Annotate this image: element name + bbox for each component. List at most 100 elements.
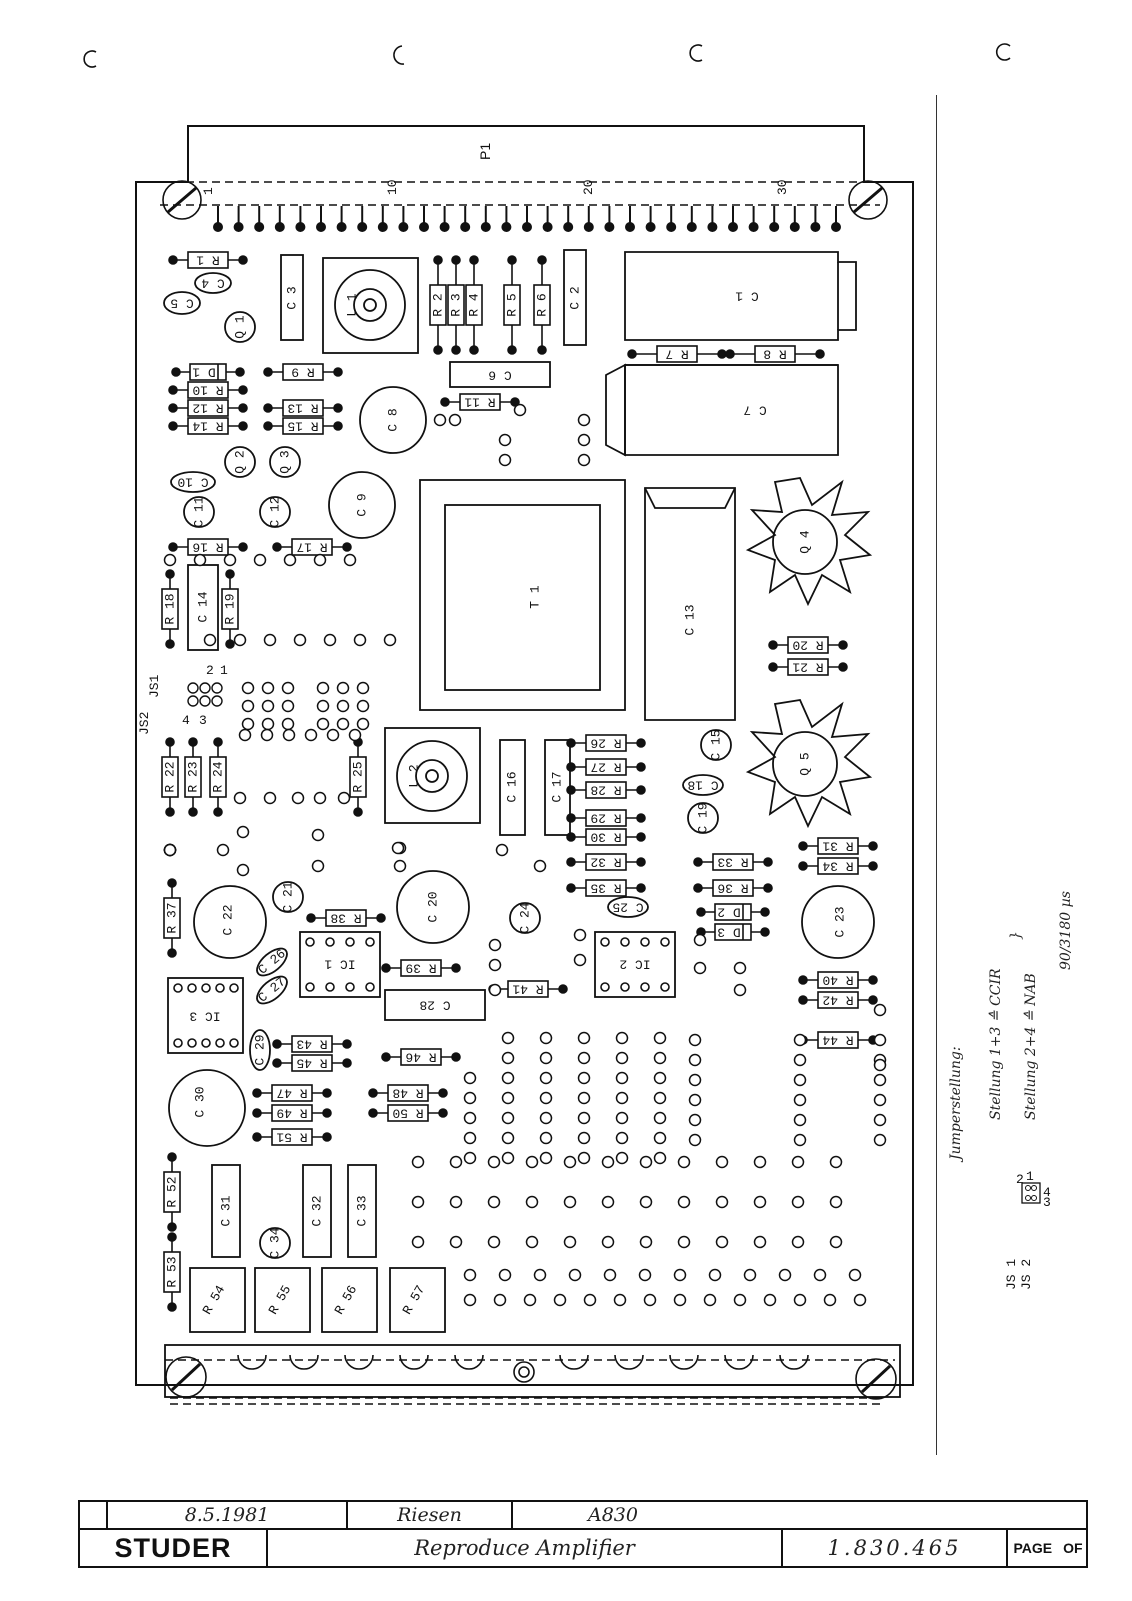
capacitor-c9 bbox=[328, 471, 396, 539]
label-c4: C 4 bbox=[201, 276, 225, 291]
mounting-screw bbox=[848, 180, 888, 220]
label-c25: C 25 bbox=[612, 900, 643, 915]
jumper-pin-number: 2 bbox=[206, 663, 214, 678]
label-d2: D 2 bbox=[717, 905, 740, 920]
model-number: A830 bbox=[588, 1504, 638, 1526]
label-c11: C 11 bbox=[191, 496, 206, 527]
label-q2: Q 2 bbox=[232, 450, 247, 473]
capacitor-c28 bbox=[384, 989, 486, 1021]
label-c3: C 3 bbox=[284, 286, 299, 309]
capacitor-c27 bbox=[256, 975, 288, 1005]
label-r46: R 46 bbox=[405, 1050, 436, 1065]
label-r2: R 2 bbox=[430, 293, 445, 316]
label-c19: C 19 bbox=[695, 802, 710, 833]
legend-pin: 3 bbox=[1043, 1195, 1051, 1210]
label-r3: R 3 bbox=[448, 293, 463, 316]
label-r50: R 50 bbox=[392, 1106, 423, 1121]
jumper-pin-number: 1 bbox=[220, 663, 228, 678]
label-r42: R 42 bbox=[822, 993, 853, 1008]
label-l1: L 1 bbox=[344, 293, 359, 317]
capacitor-c12 bbox=[259, 496, 291, 528]
label-r8: R 8 bbox=[763, 347, 786, 362]
capacitor-c26 bbox=[256, 947, 288, 977]
label-r10: R 10 bbox=[192, 383, 223, 398]
rail-tabs bbox=[237, 1354, 809, 1370]
jumper-label-js1: JS1 bbox=[147, 674, 162, 698]
label-r53: R 53 bbox=[164, 1256, 179, 1287]
ic-1 bbox=[299, 931, 381, 998]
label-c20: C 20 bbox=[425, 891, 440, 922]
notes-line2: Stellung 2+4 ≙ NAB bbox=[1023, 973, 1039, 1120]
label-c15: C 15 bbox=[708, 729, 723, 760]
brace: } bbox=[1008, 931, 1024, 940]
punch-mark bbox=[393, 45, 405, 65]
label-r49: R 49 bbox=[276, 1106, 307, 1121]
label-r11: R 11 bbox=[464, 395, 495, 410]
punch-mark bbox=[83, 50, 97, 68]
rail-center-hole bbox=[513, 1361, 535, 1383]
component-bodies bbox=[161, 251, 878, 1312]
label-c10: C 10 bbox=[177, 475, 208, 490]
label-c9: C 9 bbox=[354, 493, 369, 516]
capacitor-c5 bbox=[163, 291, 201, 315]
notes-title: Jumperstellung: bbox=[948, 1046, 964, 1163]
pin-number: 20 bbox=[581, 179, 596, 195]
capacitor-c4 bbox=[194, 272, 232, 294]
label-r56: R 56 bbox=[332, 1283, 361, 1318]
trimmer-r56 bbox=[321, 1267, 378, 1333]
label-ic3: IC 3 bbox=[189, 1009, 220, 1024]
capacitor-c3 bbox=[280, 254, 304, 341]
label-r34: R 34 bbox=[822, 859, 853, 874]
label-r54: R 54 bbox=[200, 1283, 229, 1318]
label-r5: R 5 bbox=[504, 293, 519, 316]
jumper-legend: 2 1 4 3 JS 1 JS 2 bbox=[1004, 1169, 1051, 1290]
ic-3 bbox=[167, 977, 244, 1054]
brand-logo: STUDER bbox=[80, 1528, 268, 1568]
label-r23: R 23 bbox=[185, 761, 200, 792]
pin-number: 10 bbox=[385, 179, 400, 195]
label-r21: R 21 bbox=[792, 660, 823, 675]
label-c2: C 2 bbox=[567, 286, 582, 309]
transformer-t1 bbox=[419, 479, 626, 711]
label-r55: R 55 bbox=[266, 1283, 295, 1318]
capacitor-c8 bbox=[359, 386, 427, 454]
label-d3: D 3 bbox=[717, 925, 740, 940]
jumper-notes: Jumperstellung: Stellung 1+3 ≙ CCIR Stel… bbox=[948, 891, 1074, 1163]
trimmer-r54 bbox=[189, 1267, 246, 1333]
label-ic1: IC 1 bbox=[324, 957, 355, 972]
label-r38: R 38 bbox=[330, 911, 361, 926]
label-c5: C 5 bbox=[170, 296, 193, 311]
capacitor-c34 bbox=[259, 1227, 291, 1259]
mounting-screw bbox=[855, 1358, 897, 1400]
legend-pin: 4 bbox=[1043, 1185, 1051, 1200]
label-c14: C 14 bbox=[195, 591, 210, 622]
part-number: 1.830.465 bbox=[783, 1528, 1008, 1568]
pin-number: 1 bbox=[201, 187, 216, 195]
label-r39: R 39 bbox=[405, 961, 436, 976]
inductor-l1 bbox=[322, 257, 419, 354]
label-d1: D 1 bbox=[192, 365, 216, 380]
capacitor-c31 bbox=[211, 1164, 241, 1258]
label-r43: R 43 bbox=[296, 1037, 327, 1052]
label-r36: R 36 bbox=[717, 881, 748, 896]
legend-js2: JS 2 bbox=[1019, 1259, 1034, 1290]
transistor-q3 bbox=[269, 446, 301, 478]
label-r47: R 47 bbox=[276, 1086, 307, 1101]
heatsink-q5 bbox=[745, 699, 873, 829]
transistor-q1 bbox=[224, 311, 256, 343]
label-r45: R 45 bbox=[296, 1056, 327, 1071]
of-label: OF bbox=[1063, 1540, 1083, 1556]
margin-line bbox=[936, 95, 937, 1455]
label-r16: R 16 bbox=[192, 540, 223, 555]
capacitor-c33 bbox=[347, 1164, 377, 1258]
label-r52: R 52 bbox=[164, 1176, 179, 1207]
trimmer-r57 bbox=[389, 1267, 446, 1333]
legend-pin: 2 bbox=[1016, 1172, 1024, 1187]
label-c28: C 28 bbox=[419, 998, 450, 1013]
punch-mark bbox=[995, 43, 1011, 61]
label-c8: C 8 bbox=[385, 408, 400, 431]
capacitor-c11 bbox=[183, 496, 215, 528]
capacitor-c7 bbox=[624, 364, 839, 456]
label-q5: Q 5 bbox=[797, 752, 812, 775]
